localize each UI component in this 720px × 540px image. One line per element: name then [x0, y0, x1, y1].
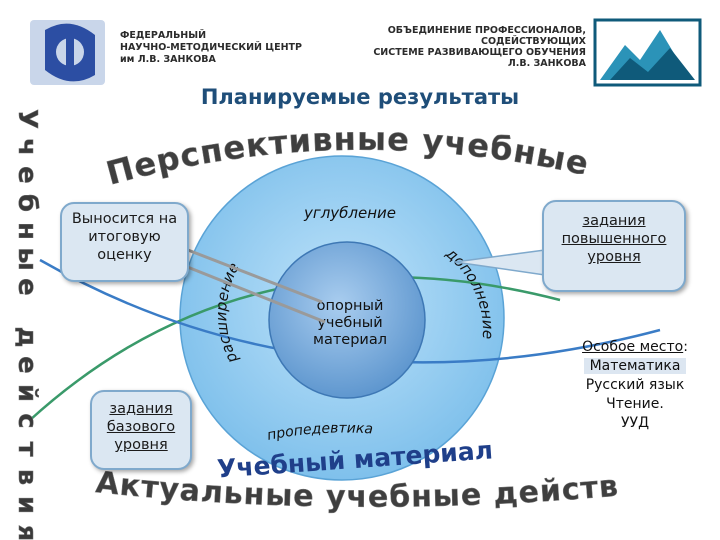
pointer-final-grade-2: [174, 260, 326, 324]
vertical-letter: т: [12, 441, 42, 456]
callout-advanced-line: повышенного: [561, 231, 667, 247]
svg-text:СИСТЕМЕ РАЗВИВАЮЩЕГО ОБУЧЕНИЯ: СИСТЕМЕ РАЗВИВАЮЩЕГО ОБУЧЕНИЯ: [373, 47, 586, 58]
vertical-letter: У: [12, 109, 42, 129]
logo-left: [30, 20, 105, 85]
vertical-letter: н: [12, 222, 42, 240]
svg-text:Л.В. ЗАНКОВА: Л.В. ЗАНКОВА: [508, 58, 587, 69]
pointer-final-grade: [174, 243, 323, 304]
callout-advanced-line: уровня: [587, 249, 641, 265]
vertical-letter: в: [12, 469, 42, 485]
callout-final-grade-line: итоговую: [88, 229, 161, 245]
vertical-letter: е: [12, 356, 42, 374]
svg-text:ОБЪЕДИНЕНИЕ ПРОФЕССИОНАЛОВ,: ОБЪЕДИНЕНИЕ ПРОФЕССИОНАЛОВ,: [388, 25, 586, 36]
special-item: Математика: [565, 357, 705, 376]
callout-advanced-line: задания: [582, 213, 646, 229]
page-title: Планируемые результаты: [201, 85, 519, 109]
callout-final-grade-line: оценку: [97, 247, 152, 263]
svg-text:НАУЧНО-МЕТОДИЧЕСКИЙ ЦЕНТР: НАУЧНО-МЕТОДИЧЕСКИЙ ЦЕНТР: [120, 41, 302, 53]
inner-circle: [268, 241, 426, 399]
callout-final-grade: Выносится на итоговую оценку: [60, 202, 189, 282]
callout-advanced: задания повышенного уровня: [542, 200, 686, 292]
vertical-letter: ч: [12, 138, 42, 156]
vertical-letter: ы: [12, 247, 42, 271]
svg-text:СОДЕЙСТВУЮЩИХ: СОДЕЙСТВУЮЩИХ: [481, 35, 587, 47]
special-item: Русский язык: [585, 377, 685, 393]
logo-right: [593, 18, 702, 87]
callout-basic-line: базового: [106, 419, 176, 435]
vertical-letter: й: [12, 384, 42, 402]
svg-text:ФЕДЕРАЛЬНЫЙ: ФЕДЕРАЛЬНЫЙ: [120, 29, 206, 41]
curve-green: [29, 275, 561, 421]
callout-basic-line: задания: [109, 401, 173, 417]
vertical-letter: д: [12, 327, 42, 348]
svg-text:материал: материал: [313, 332, 387, 348]
vertical-letter: я: [12, 525, 42, 540]
callout-basic: задания базового уровня: [90, 390, 192, 470]
callout-final-grade-line: Выносится на: [71, 211, 178, 227]
vertical-letter: е: [12, 278, 42, 296]
vertical-letter: б: [12, 194, 42, 212]
header-right-text: ОБЪЕДИНЕНИЕ ПРОФЕССИОНАЛОВ, СОДЕЙСТВУЮЩИ…: [373, 25, 586, 69]
vertical-letter: с: [12, 413, 42, 428]
header-left-text: ФЕДЕРАЛЬНЫЙ НАУЧНО-МЕТОДИЧЕСКИЙ ЦЕНТР им…: [120, 29, 302, 65]
callout-basic-line: уровня: [114, 437, 168, 453]
special-note: Особое место: Математика Русский язык Чт…: [565, 338, 705, 433]
svg-text:опорный: опорный: [317, 298, 384, 314]
special-heading: Особое место:: [582, 339, 688, 355]
svg-text:им Л.В. ЗАНКОВА: им Л.В. ЗАНКОВА: [120, 54, 217, 65]
vertical-letter: е: [12, 166, 42, 184]
inner-label: опорный учебный материал: [313, 298, 387, 348]
label-uglublenie: углубление: [303, 204, 396, 222]
svg-text:учебный: учебный: [317, 315, 382, 331]
special-item: Чтение.: [606, 396, 664, 412]
vertical-letter: и: [12, 496, 42, 514]
special-item: УУД: [621, 415, 649, 431]
